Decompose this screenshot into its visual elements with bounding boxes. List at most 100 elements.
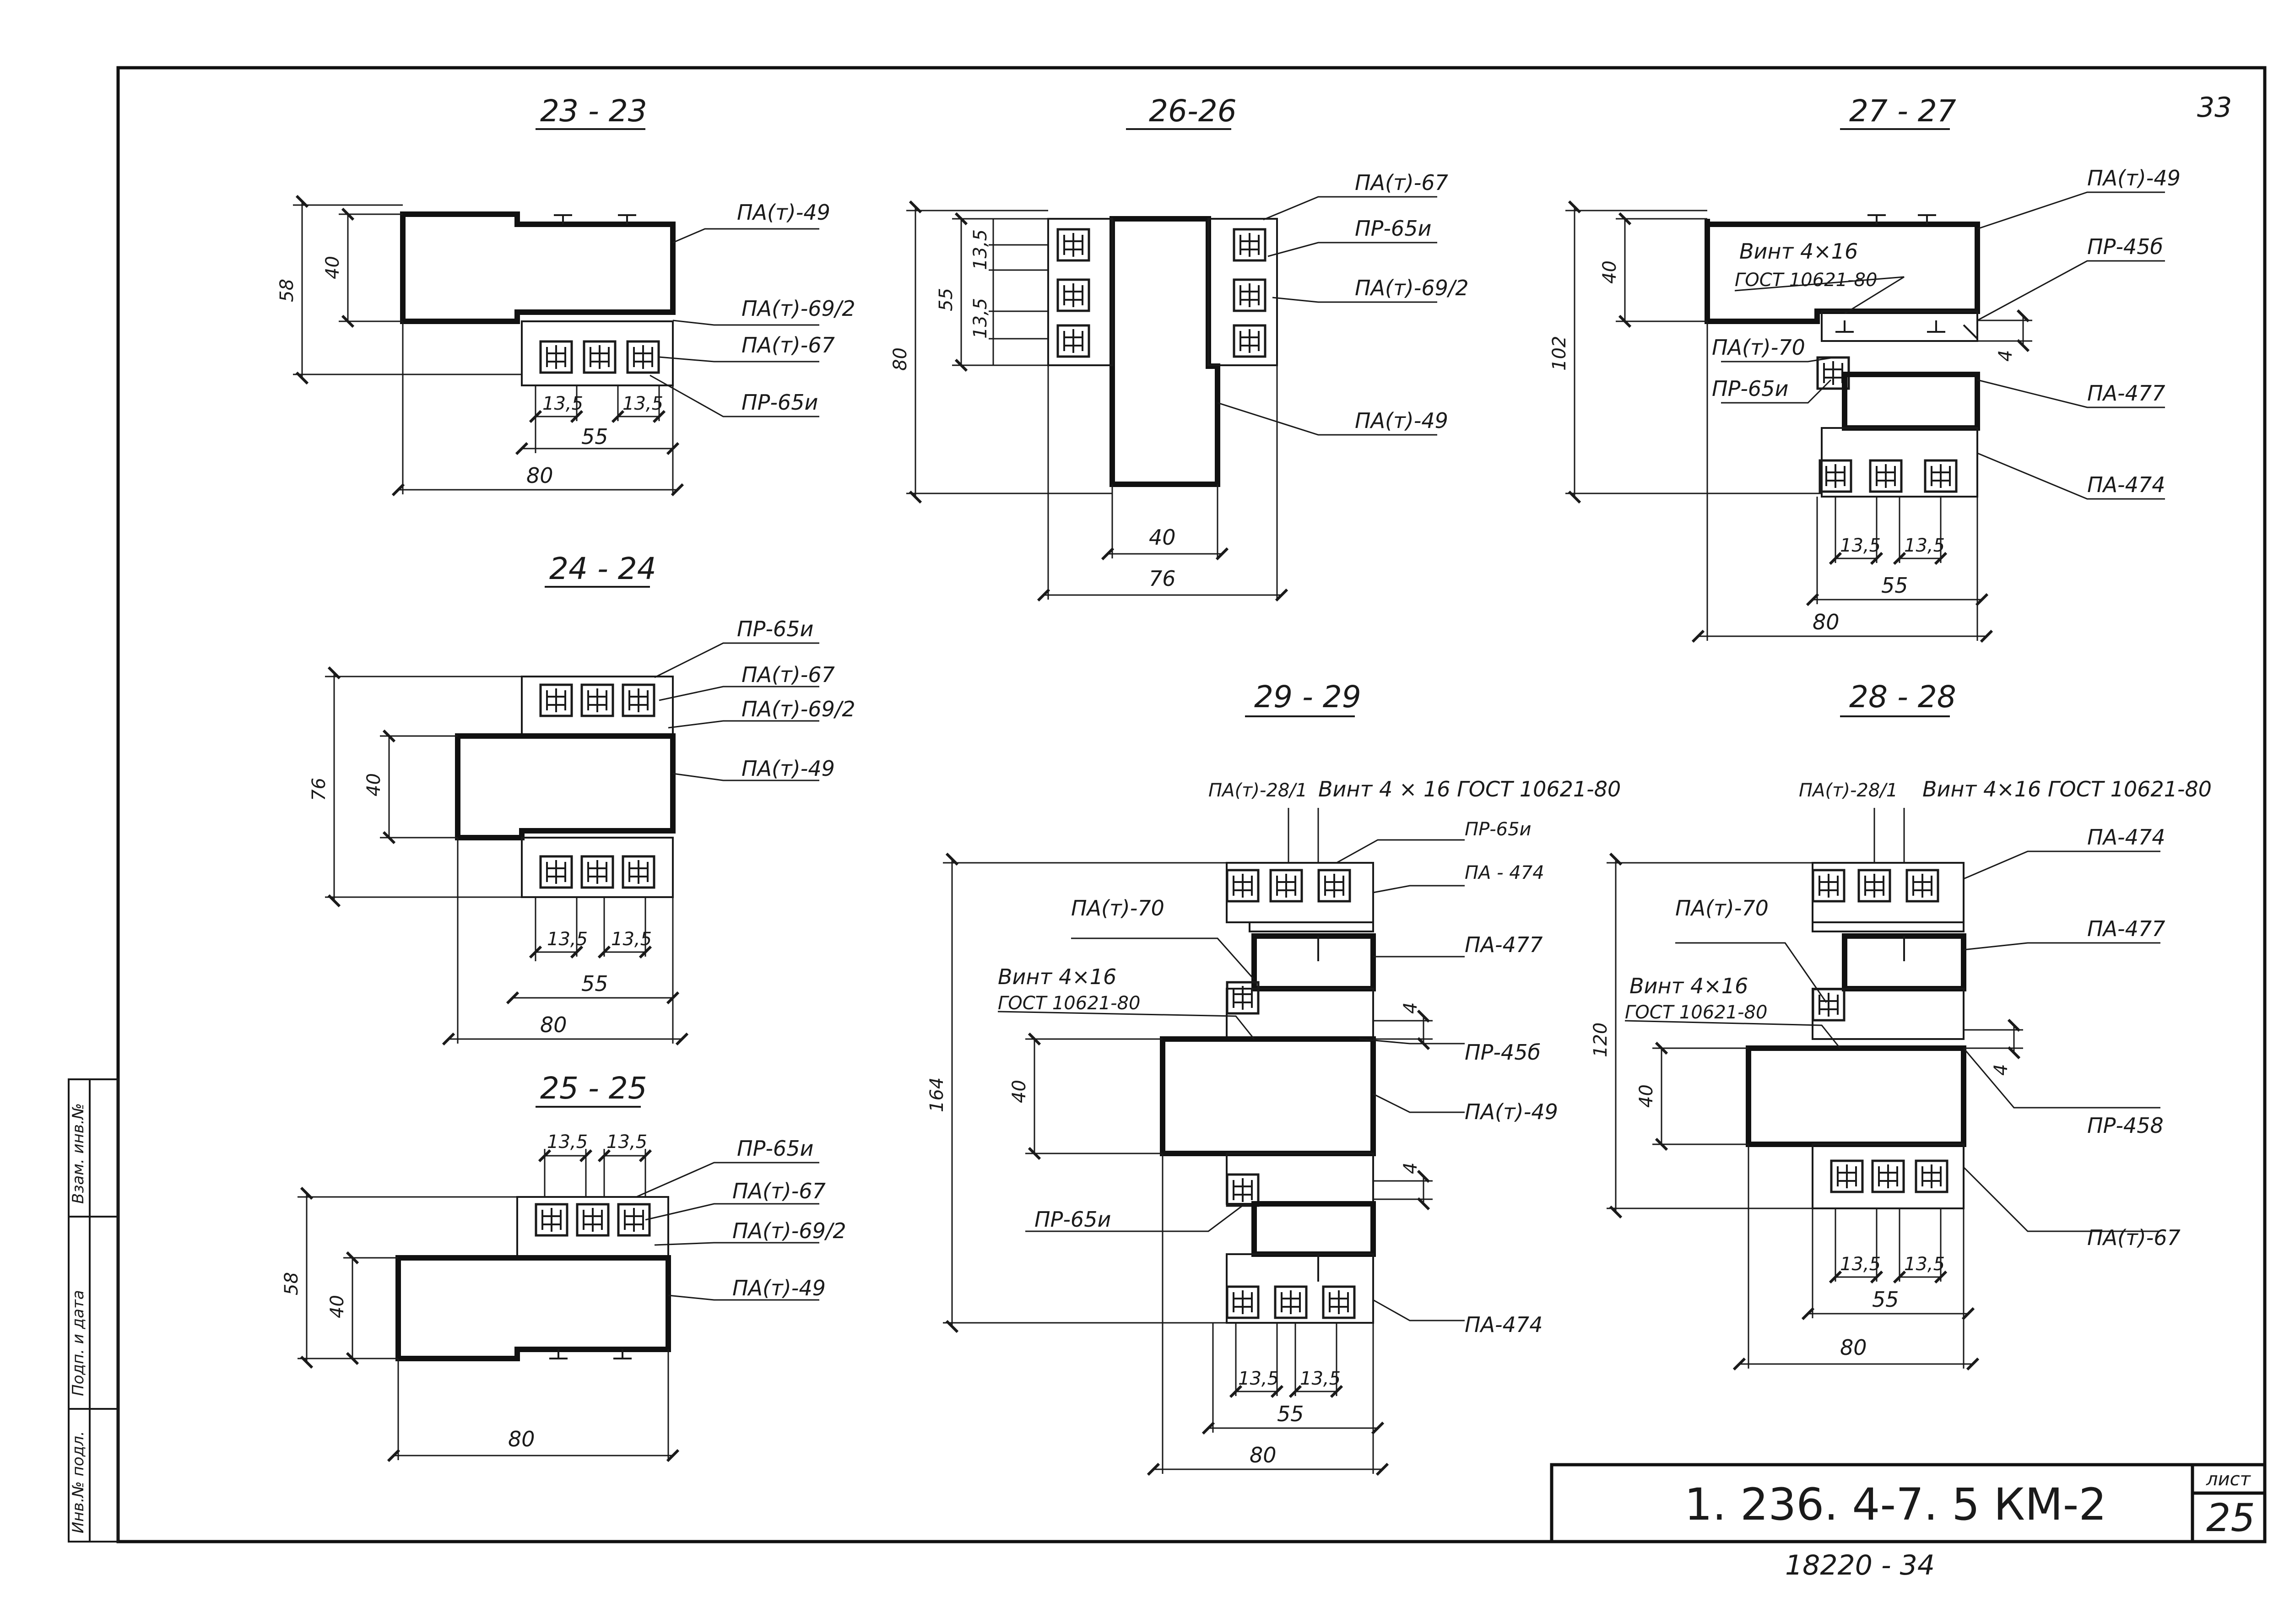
label-pa49: ПА(т)-49 (1355, 408, 1448, 433)
drawing-designation: 1. 236. 4-7. 5 КМ-2 (1684, 1479, 2107, 1530)
dim-40: 40 (1009, 1080, 1030, 1103)
screw-line1: Винт 4×16 (1629, 974, 1748, 998)
screw-line1: Винт 4×16 (1739, 239, 1858, 264)
label-pa477: ПА-477 (1465, 932, 1543, 957)
dim-55: 55 (581, 971, 608, 996)
section-26: 26-26 ПА(т)-67 ПР-65и ПА(т)-69/2 ПА(т)-4… (890, 93, 1469, 602)
section-title: 25 - 25 (540, 1071, 647, 1106)
dim-55: 55 (1277, 1402, 1304, 1426)
section-28: 28 - 28 ПА(т)-28/1 Винт 4×16 ГОСТ 10621-… (1590, 679, 2212, 1371)
label-pa49: ПА(т)-49 (741, 756, 835, 781)
section-title: 27 - 27 (1849, 93, 1956, 129)
dim-120: 120 (1590, 1023, 1611, 1057)
dim-76: 76 (1149, 566, 1176, 591)
label-pa70: ПА(т)-70 (1071, 896, 1164, 920)
dim-80: 80 (508, 1427, 535, 1451)
dim-13-5-a: 13,5 (542, 393, 583, 414)
dim-40: 40 (363, 773, 384, 796)
dim-40: 40 (322, 256, 343, 279)
label-pr65u: ПР-65и (1355, 216, 1431, 241)
dim-55: 55 (936, 288, 957, 311)
side-stamp: Инв.№ подл. Подп. и дата Взам. инв.№ (68, 1078, 119, 1543)
screw-line2: ГОСТ 10621-80 (998, 993, 1140, 1014)
dim-80: 80 (890, 347, 911, 371)
screw-line2: ГОСТ 10621-80 (1625, 1002, 1767, 1023)
label-pa67: ПА(т)-67 (741, 662, 835, 687)
label-pa28-1: ПА(т)-28/1 (1799, 780, 1898, 801)
label-pa69-2: ПА(т)-69/2 (732, 1218, 846, 1243)
dim-58: 58 (281, 1272, 302, 1295)
label-pa49: ПА(т)-49 (2087, 166, 2181, 190)
archive-number: 18220 - 34 (1785, 1549, 1935, 1581)
label-pr65u-top: ПР-65и (1465, 819, 1532, 840)
section-23: 23 - 23 ПА(т)-49 ПА(т)-69/2 ПА(т)-67 ПР-… (276, 93, 855, 497)
label-pa477: ПА-477 (2087, 916, 2165, 941)
dim-13-5-b: 13,5 (970, 298, 991, 339)
label-pa67: ПА(т)-67 (732, 1179, 826, 1203)
section-title: 26-26 (1149, 93, 1237, 129)
label-pa69-2: ПА(т)-69/2 (741, 697, 855, 721)
dim-4-a: 4 (1400, 1002, 1421, 1014)
dim-4-b: 4 (1400, 1163, 1421, 1174)
dim-13-5-b: 13,5 (1300, 1368, 1341, 1389)
dim-13-5-a: 13,5 (1840, 1254, 1881, 1275)
dim-13-5-b: 13,5 (622, 393, 663, 414)
dim-4: 4 (1995, 350, 2016, 362)
label-pr65u: ПР-65и (1712, 376, 1788, 401)
section-title: 24 - 24 (549, 551, 656, 586)
label-pa477: ПА-477 (2087, 381, 2165, 406)
label-pa69-2: ПА(т)-69/2 (741, 296, 855, 321)
label-pa28-1: ПА(т)-28/1 (1208, 780, 1307, 801)
label-pr65u: ПР-65и (737, 617, 813, 641)
label-pa67: ПА(т)-67 (741, 333, 835, 357)
label-pa69-2: ПА(т)-69/2 (1355, 276, 1469, 300)
label-pr456: ПР-45б (2087, 234, 2163, 259)
section-title: 29 - 29 (1254, 679, 1361, 715)
dim-80: 80 (540, 1012, 567, 1037)
label-pa49: ПА(т)-49 (1465, 1099, 1558, 1124)
dim-164: 164 (926, 1077, 947, 1112)
label-pa70: ПА(т)-70 (1712, 335, 1805, 360)
dim-13-5-a: 13,5 (547, 929, 588, 950)
dim-55: 55 (581, 424, 608, 449)
drawing-frame (116, 66, 2267, 1543)
screw-top: Винт 4 × 16 ГОСТ 10621-80 (1318, 777, 1621, 801)
screw-top: Винт 4×16 ГОСТ 10621-80 (1922, 777, 2212, 801)
dim-40: 40 (1636, 1084, 1657, 1108)
dim-13-5-a: 13,5 (1238, 1368, 1279, 1389)
label-pa474-bottom: ПА-474 (1465, 1312, 1543, 1337)
sheet-label: лист (2206, 1469, 2252, 1490)
label-pa474: ПА-474 (2087, 472, 2165, 497)
dim-58: 58 (276, 279, 298, 302)
screw-line2: ГОСТ 10621-80 (1735, 270, 1877, 291)
label-pa67: ПА(т)-67 (2087, 1225, 2181, 1250)
dim-13-5-a: 13,5 (547, 1131, 588, 1153)
section-29: 29 - 29 ПА(т)-28/1 Винт 4 × 16 ГОСТ 1062… (926, 679, 1621, 1476)
label-pr65u: ПР-65и (741, 390, 818, 415)
label-pr65u: ПР-65и (737, 1136, 813, 1161)
dim-40: 40 (327, 1295, 348, 1318)
section-25: 25 - 25 ПР-65и ПА(т)-67 ПА(т)-69/2 ПА(т)… (281, 1071, 846, 1462)
label-pr65u-mid: ПР-65и (1034, 1207, 1111, 1232)
dim-13-5-b: 13,5 (1904, 535, 1945, 556)
dim-80: 80 (1840, 1335, 1867, 1360)
label-pa70: ПА(т)-70 (1675, 896, 1769, 920)
dim-13-5-a: 13,5 (970, 229, 991, 270)
dim-80: 80 (1250, 1443, 1277, 1467)
screw-line1: Винт 4×16 (998, 964, 1116, 989)
section-title: 28 - 28 (1849, 679, 1956, 715)
label-pa67: ПА(т)-67 (1355, 170, 1448, 195)
dim-80: 80 (526, 463, 553, 488)
dim-13-5-b: 13,5 (606, 1131, 647, 1153)
section-27: 27 - 27 ПА(т)-49 ПР-45б ПА-477 ПА-474 ПА… (1549, 93, 2181, 643)
dim-40: 40 (1149, 525, 1176, 550)
label-pa474-top: ПА - 474 (1465, 862, 1544, 883)
dim-76: 76 (309, 778, 330, 801)
label-pr456: ПР-45б (1465, 1040, 1541, 1065)
label-pa49: ПА(т)-49 (737, 200, 830, 225)
stamp-replace-label: Взам. инв.№ (69, 1103, 87, 1204)
section-24: 24 - 24 ПР-65и ПА(т)-67 ПА(т)-69/2 ПА(т)… (309, 551, 855, 1046)
stamp-sign-label: Подп. и дата (69, 1290, 87, 1396)
dim-13-5-b: 13,5 (611, 929, 652, 950)
